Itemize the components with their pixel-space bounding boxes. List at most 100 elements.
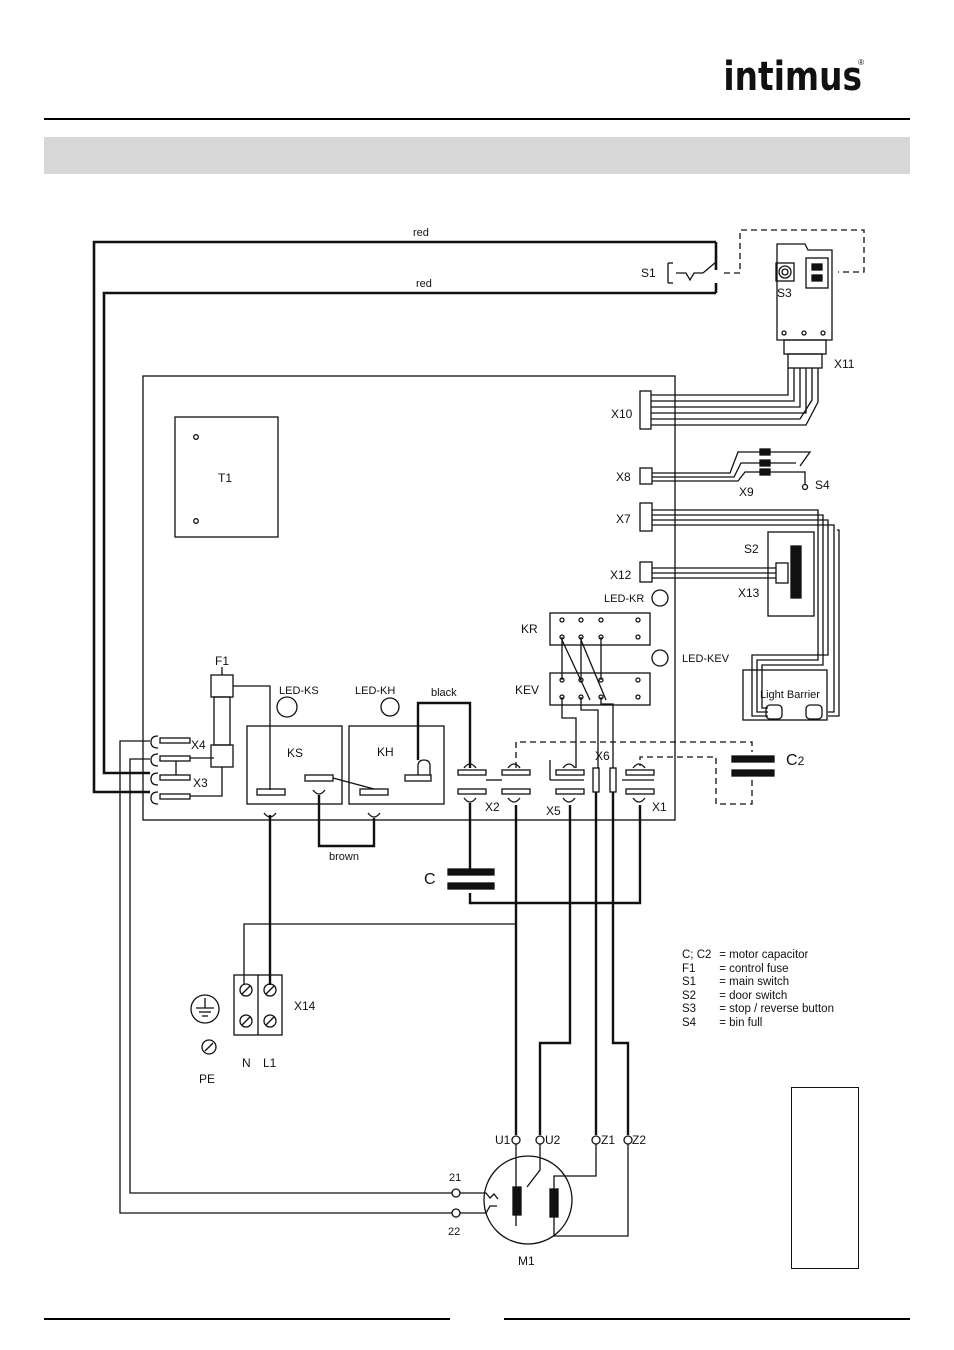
footer-rule-right: [504, 1318, 910, 1320]
transformer-t1: [174, 416, 279, 538]
legend-row: S2 = door switch: [682, 989, 788, 1002]
led-kh: [380, 697, 400, 717]
connector-x10: [639, 390, 652, 430]
header-rule: [44, 118, 910, 120]
ribbon-cable-x11-x10: [651, 368, 819, 426]
legend: C; C2 = motor capacitor F1 = control fus…: [682, 949, 834, 1031]
thermal-wires: [119, 740, 453, 1214]
led-kr: [651, 589, 669, 607]
label-led-kh: LED-KH: [355, 685, 395, 697]
mechanical-link: [724, 229, 865, 274]
label-brown: brown: [329, 851, 359, 863]
relay-kr: [549, 612, 651, 646]
label-x6: X6: [595, 749, 610, 763]
legend-row: S3 = stop / reverse button: [682, 1003, 834, 1016]
capacitor-c2: [731, 755, 775, 777]
label-s4: S4: [815, 478, 830, 492]
label-f1: F1: [215, 654, 229, 668]
led-kev: [651, 649, 669, 667]
legend-row: S4 = bin full: [682, 1016, 763, 1029]
x7-bundle-wires: [652, 509, 840, 717]
label-terminal-22: 22: [448, 1226, 460, 1238]
x14-wire-l1: [243, 923, 516, 985]
label-m1: M1: [518, 1254, 535, 1268]
led-ks: [276, 696, 298, 718]
registered-mark: ®: [858, 58, 864, 67]
label-x10: X10: [611, 407, 633, 421]
connector-x7: [639, 502, 653, 532]
label-kev: KEV: [515, 683, 539, 697]
label-x12: X12: [610, 568, 632, 582]
door-switch-s2: [767, 531, 815, 617]
label-ks: KS: [287, 746, 303, 760]
main-switch-s1: [667, 261, 717, 284]
black-wire: [416, 701, 472, 768]
label-c2: C2: [786, 752, 805, 769]
label-black: black: [431, 687, 457, 699]
motor-wires: [468, 792, 642, 1135]
relay-kh: [348, 725, 445, 805]
label-red-lower: red: [416, 278, 432, 290]
relay-kev: [549, 672, 651, 706]
label-x3: X3: [193, 776, 208, 790]
connector-x12: [639, 561, 653, 583]
stop-reverse-module-s3: [775, 243, 833, 369]
label-kr: KR: [521, 622, 538, 636]
terminal-x2: [457, 763, 531, 803]
label-x13: X13: [738, 586, 760, 600]
label-z1: Z1: [601, 1133, 615, 1147]
fuse-f1: [210, 667, 271, 790]
label-red-top: red: [413, 227, 429, 239]
relay-wiring: [561, 637, 614, 768]
label-x14: X14: [294, 999, 316, 1013]
label-light-barrier: Light Barrier: [760, 689, 820, 701]
label-u2: U2: [545, 1133, 561, 1147]
legend-row: F1 = control fuse: [682, 962, 789, 975]
legend-row: C; C2 = motor capacitor: [682, 949, 809, 961]
label-kh: KH: [377, 745, 394, 759]
section-header-band: [44, 137, 910, 174]
terminal-block-x14: [233, 974, 283, 1036]
label-pe: PE: [199, 1072, 215, 1086]
c2-dashed-wiring: [515, 741, 753, 805]
label-x11: X11: [834, 357, 855, 371]
label-l1: L1: [263, 1056, 277, 1070]
brown-wire: [317, 795, 376, 848]
label-x2: X2: [485, 800, 500, 814]
label-x1: X1: [652, 800, 667, 814]
label-t1: T1: [218, 471, 232, 485]
label-u1: U1: [495, 1133, 511, 1147]
control-board: [142, 375, 676, 821]
label-s1: S1: [641, 266, 656, 280]
footer-rule-left: [44, 1318, 450, 1320]
label-x5: X5: [546, 804, 561, 818]
label-x4: X4: [191, 738, 206, 752]
terminal-x6-b: [609, 767, 617, 793]
terminal-x1: [622, 763, 655, 803]
brand-logo: intimus: [723, 54, 862, 100]
label-terminal-21: 21: [449, 1172, 461, 1184]
label-led-ks: LED-KS: [279, 685, 319, 697]
relay-ks: [246, 725, 343, 805]
terminal-x6-a: [592, 767, 600, 793]
label-x8: X8: [616, 470, 631, 484]
label-s3: S3: [777, 286, 792, 300]
side-label-box: [791, 1087, 859, 1269]
motor-m1: [451, 1135, 633, 1245]
label-x9: X9: [739, 485, 754, 499]
label-s2: S2: [744, 542, 759, 556]
label-led-kev: LED-KEV: [682, 653, 730, 665]
terminal-x3-x4: [150, 735, 223, 805]
red-wire-1: [92, 240, 718, 794]
label-n: N: [242, 1056, 251, 1070]
label-c: C: [424, 871, 436, 888]
bin-full-switch-s4: [759, 448, 812, 491]
terminal-x5: [549, 760, 585, 803]
capacitor-c: [447, 868, 495, 890]
light-barrier: [742, 669, 828, 721]
label-led-kr: LED-KR: [604, 593, 644, 605]
label-x7: X7: [616, 512, 631, 526]
legend-row: S1 = main switch: [682, 976, 790, 989]
connector-x8: [639, 467, 653, 485]
